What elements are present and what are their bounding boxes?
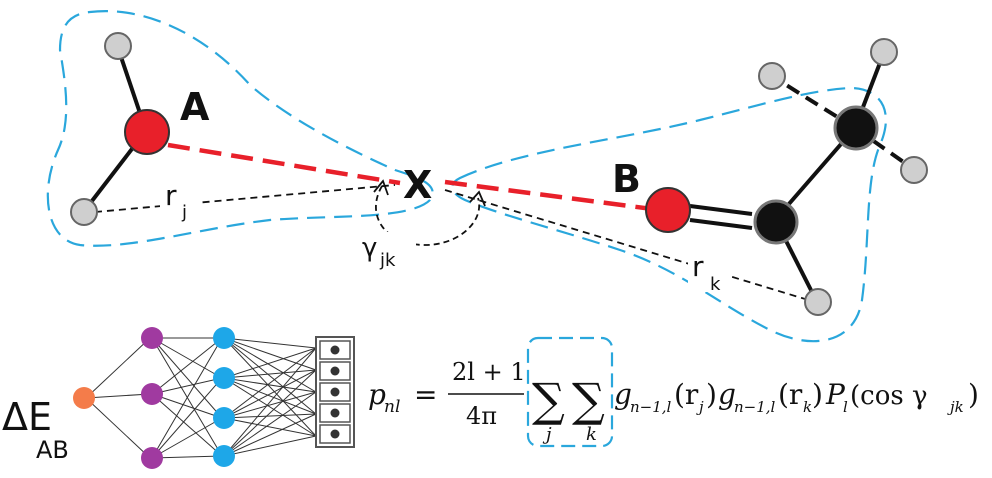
nn-output-node	[73, 387, 95, 409]
nn-hidden2-node	[213, 407, 235, 429]
sum-highlight-box	[526, 336, 614, 448]
angle-arrow-right	[469, 190, 486, 207]
nn-connections-2	[223, 337, 317, 457]
svg-text:): )	[968, 378, 979, 411]
svg-text:(r: (r	[778, 378, 803, 411]
label-center-x: X	[403, 163, 432, 207]
nn-hidden2-node	[213, 445, 235, 467]
svg-text:2l + 1: 2l + 1	[452, 358, 526, 386]
label-delta-e: ΔE AB	[2, 395, 69, 464]
atom-hydrogen	[104, 32, 132, 60]
nn-connections-1	[151, 337, 223, 459]
interaction-line-x-b	[444, 179, 661, 213]
atom-hydrogen	[870, 38, 898, 66]
svg-text:(r: (r	[674, 378, 699, 411]
svg-text:p: p	[368, 378, 386, 411]
svg-text:P: P	[825, 378, 846, 411]
bond-b-double-1	[689, 204, 753, 216]
svg-text:4π: 4π	[466, 402, 497, 430]
svg-text:k: k	[803, 398, 812, 416]
label-rk: r k	[688, 250, 732, 295]
svg-text:AB: AB	[36, 436, 69, 464]
fragment-b-outline	[451, 86, 887, 343]
svg-text:ΔE: ΔE	[2, 395, 52, 439]
svg-text:): )	[812, 378, 823, 411]
descriptor-formula: p nl = 2l + 1 4π ∑ j ∑ k g n−1,l (r j ) …	[368, 336, 979, 448]
atom-hydrogen	[70, 198, 98, 226]
atom-hydrogen	[900, 156, 928, 184]
atom-hydrogen	[804, 288, 832, 316]
atom-carbon	[833, 105, 879, 151]
svg-text:k: k	[710, 274, 721, 295]
svg-text:n−1,l: n−1,l	[734, 398, 776, 416]
svg-text:j: j	[696, 398, 704, 416]
angle-arc-gamma	[375, 185, 481, 246]
label-atom-b: B	[612, 157, 641, 201]
label-rj: r j	[160, 176, 200, 223]
atom-hydrogen	[758, 62, 786, 90]
distance-line-rk	[444, 189, 816, 303]
fragment-a-outline	[46, 10, 434, 247]
svg-text:γ: γ	[362, 233, 377, 263]
bond-b-double-2	[689, 218, 753, 230]
interaction-line-a-x	[167, 142, 401, 186]
svg-text:∑: ∑	[572, 373, 605, 427]
svg-text:r: r	[165, 179, 177, 212]
nn-hidden1-node	[141, 383, 163, 405]
svg-text:g: g	[718, 378, 736, 411]
svg-text:): )	[706, 378, 717, 411]
nn-hidden1-node	[141, 447, 163, 469]
atom-oxygen-a	[124, 109, 170, 155]
svg-text:r: r	[692, 250, 704, 283]
svg-text:j: j	[181, 202, 187, 223]
svg-text:g: g	[614, 378, 632, 411]
label-gamma: γ jk	[360, 232, 416, 271]
nn-hidden2-node	[213, 367, 235, 389]
svg-text:jk: jk	[947, 398, 964, 416]
svg-text:l: l	[843, 398, 848, 416]
atom-carbon	[753, 199, 799, 245]
nn-input-vector	[315, 336, 355, 448]
svg-text:=: =	[414, 378, 437, 411]
svg-text:j: j	[542, 424, 552, 445]
nn-hidden2-node	[213, 327, 235, 349]
svg-text:∑: ∑	[532, 373, 565, 427]
label-atom-a: A	[180, 85, 210, 129]
svg-text:jk: jk	[379, 250, 396, 271]
neural-network	[85, 337, 317, 459]
atom-oxygen-b	[645, 187, 691, 233]
svg-text:(cos γ: (cos γ	[850, 381, 928, 411]
svg-text:k: k	[586, 424, 597, 445]
nn-hidden1-node	[141, 327, 163, 349]
distance-line-rj	[94, 184, 396, 213]
svg-text:n−1,l: n−1,l	[630, 398, 672, 416]
svg-text:nl: nl	[384, 397, 400, 417]
bond-c2-h1	[773, 76, 857, 130]
angle-arrow-left	[373, 179, 389, 196]
